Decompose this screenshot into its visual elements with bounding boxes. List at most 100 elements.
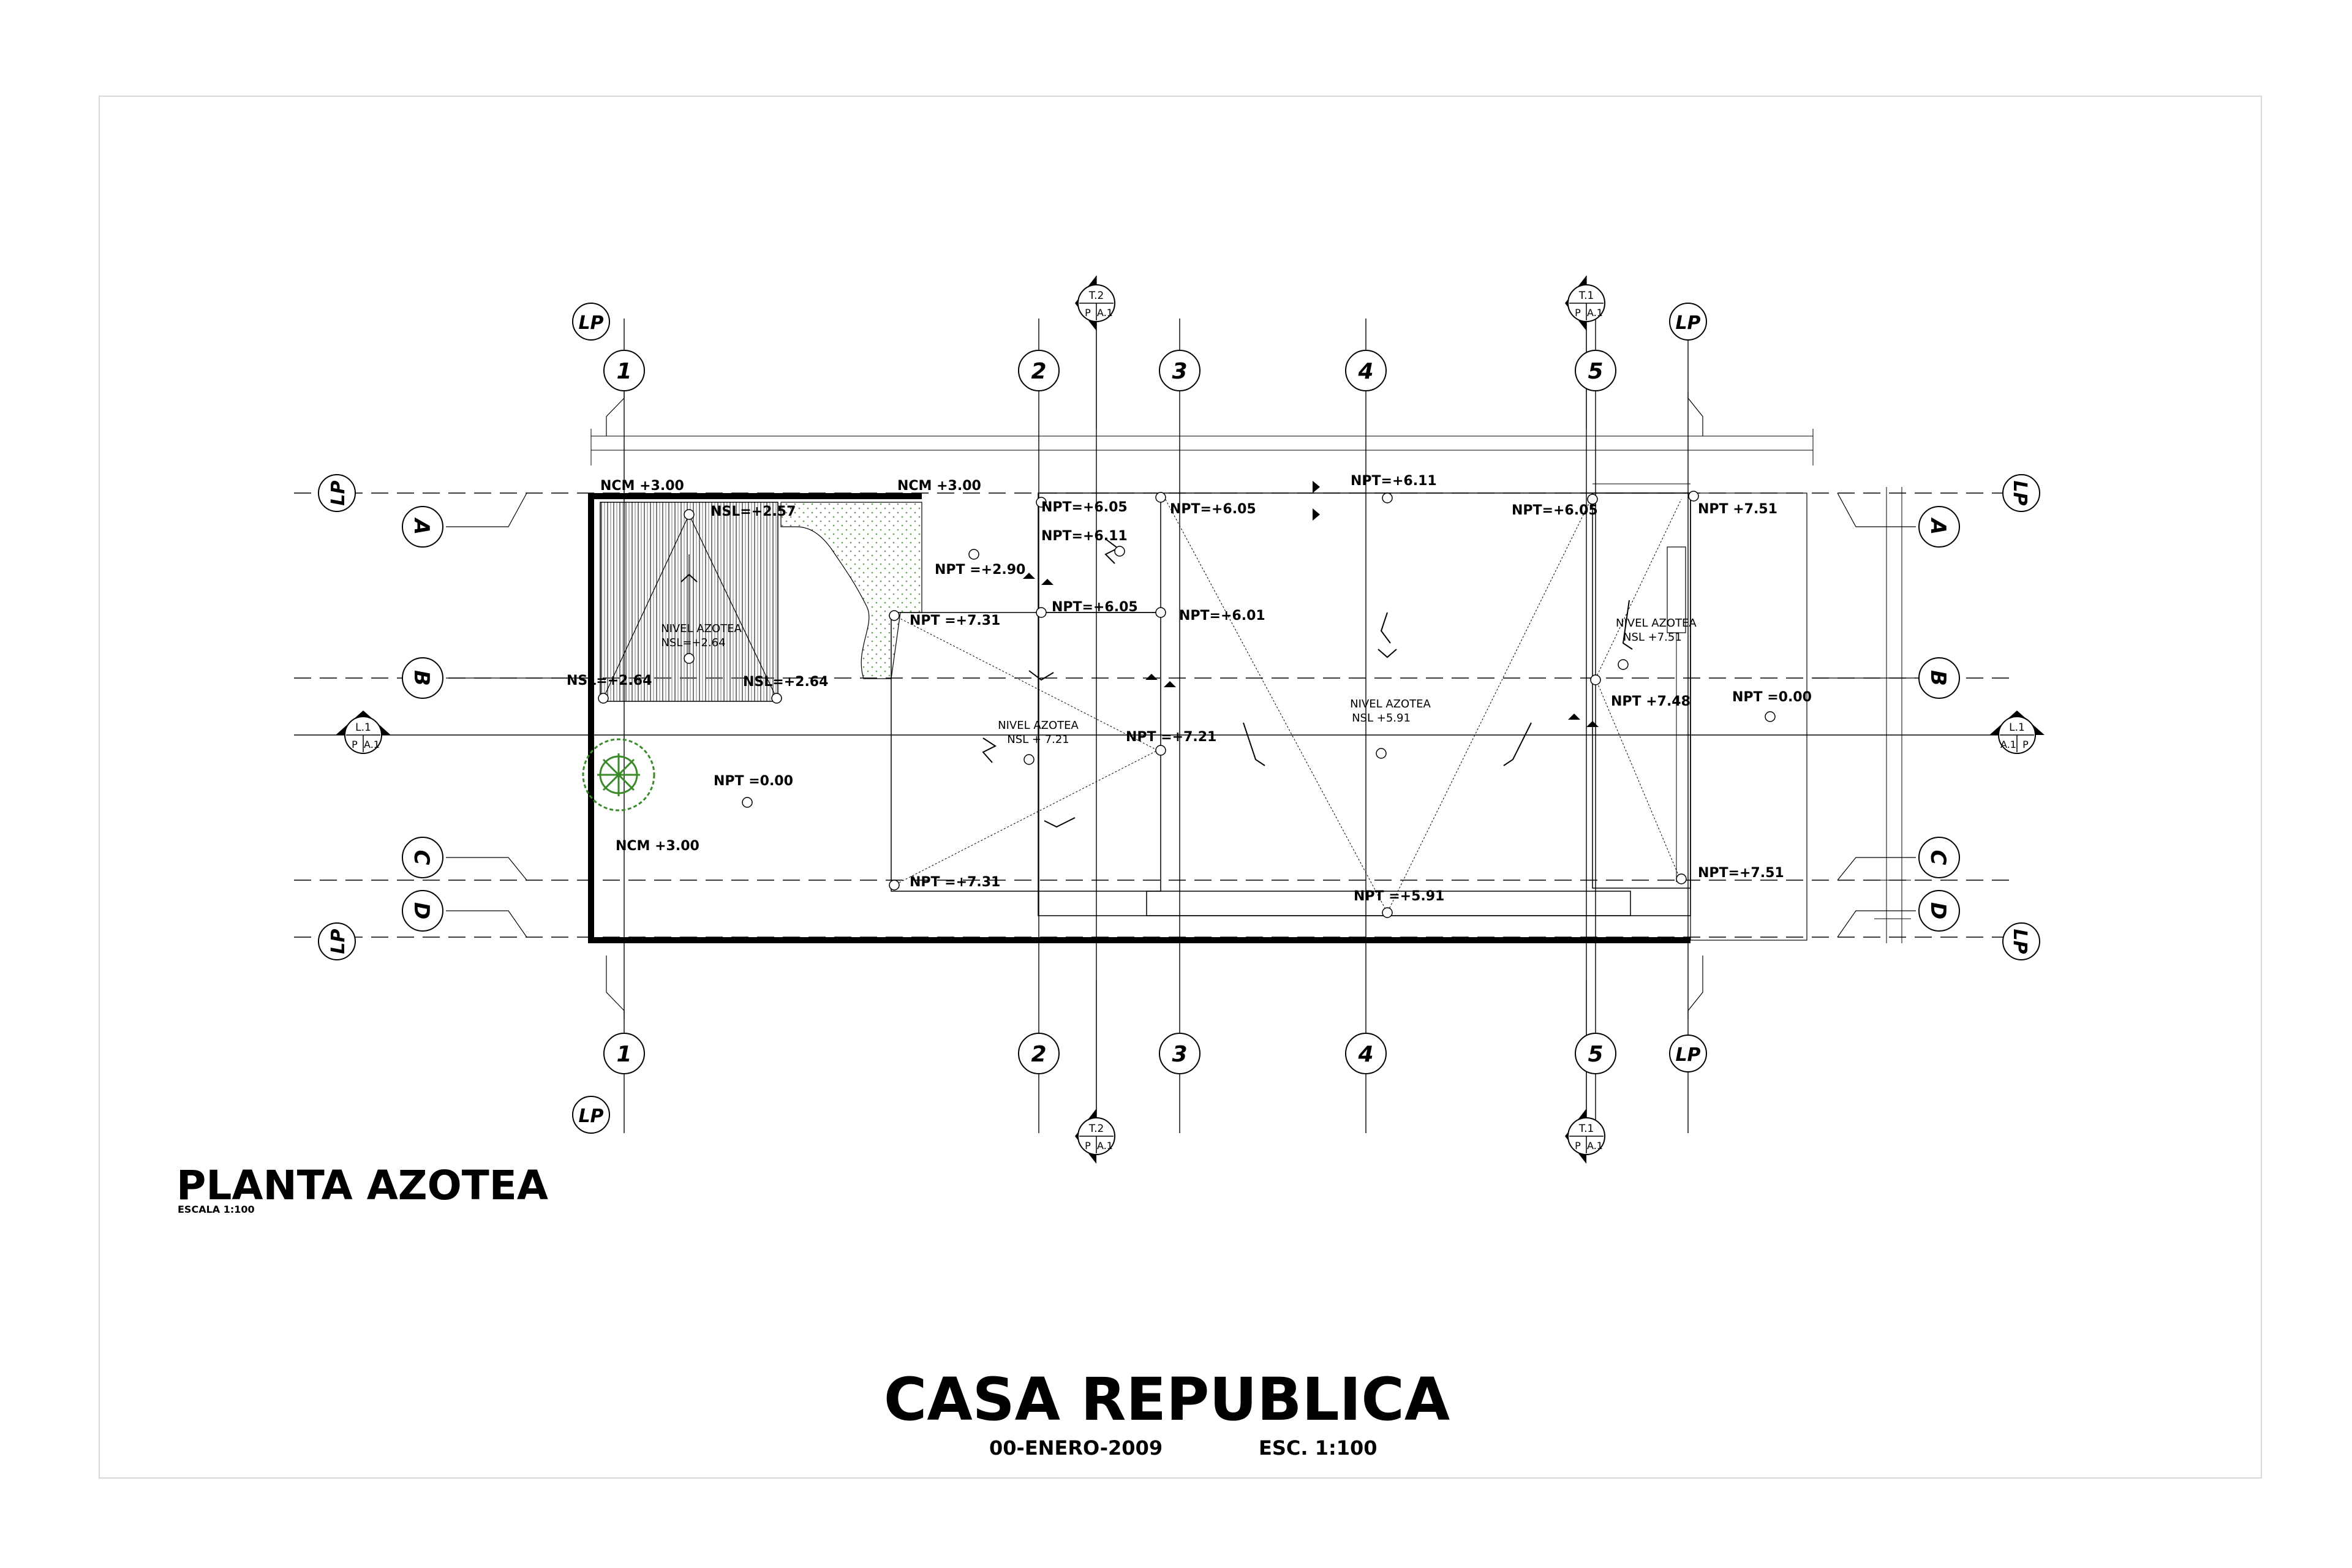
column-bubbles: 1 2 3 4 5 1 2 3 4 5 [603,350,1616,1074]
grid-bubble-row-d-right: D [1918,890,1960,932]
lp-bubble: LP [572,1096,610,1134]
svg-text:D: D [409,902,434,919]
grid-bubble-col-1-bottom: 1 [603,1033,645,1074]
svg-text:B: B [1926,670,1950,686]
lp-bubble: LP [572,303,610,341]
level-label: NSL=+2.64 [661,636,725,649]
grid-bubble-col-4-top: 4 [1345,350,1387,391]
level-label: NPT=+6.05 [1052,600,1138,615]
svg-text:P: P [1085,307,1091,318]
parapet-wall [588,493,1691,943]
drawing-scale: ESC. 1:100 [1259,1436,1378,1460]
svg-text:5: 5 [1588,359,1603,384]
grid-bubble-col-4-bottom: 4 [1345,1033,1387,1074]
grid-bubble-row-c-right: C [1918,837,1960,878]
svg-text:T.1: T.1 [1578,290,1594,302]
svg-text:LP: LP [1675,312,1700,334]
svg-text:C: C [409,850,434,865]
grid-bubble-row-a-right: A [1918,506,1960,548]
row-bubbles: A B C D A B C D [402,506,1960,932]
level-label: NPT =+7.21 [1126,729,1216,745]
grid-bubble-col-5-top: 5 [1575,350,1616,391]
svg-text:B: B [409,670,434,686]
grid-bubble-row-b-left: B [402,657,443,699]
level-label: NSL +5.91 [1352,712,1411,725]
grid-bubble-col-2-bottom: 2 [1018,1033,1060,1074]
level-label: NPT=+6.11 [1041,529,1128,544]
svg-text:P: P [1085,1140,1091,1152]
level-label: NIVEL AZOTEA [998,719,1079,732]
svg-text:LP: LP [578,312,603,334]
level-label: NPT +7.51 [1698,502,1777,517]
svg-text:T.2: T.2 [1088,290,1104,302]
lp-bubble: LP [318,474,356,512]
svg-text:T.1: T.1 [1578,1123,1594,1135]
level-label: NPT=+7.51 [1698,865,1784,881]
svg-text:A.1: A.1 [1097,307,1113,318]
svg-text:LP: LP [1675,1044,1700,1066]
section-triangles [1023,481,1599,727]
lp-bubble: LP [2002,922,2040,960]
level-label: NPT +7.48 [1611,694,1691,709]
section-mark-t1-top: T.1 P A.1 [1565,276,1605,331]
level-label: NPT=+6.05 [1041,500,1128,515]
svg-text:C: C [1926,850,1950,865]
level-label: NCM +3.00 [600,478,684,494]
svg-text:4: 4 [1357,359,1373,384]
grid-bubble-row-b-right: B [1918,657,1960,699]
svg-text:A.1: A.1 [1587,1140,1603,1152]
project-title: CASA REPUBLICA [884,1365,1450,1434]
level-label: NSL=+2.64 [567,673,652,688]
svg-text:A.1: A.1 [1587,307,1603,318]
level-label: NPT =+2.90 [935,562,1025,578]
svg-text:A.1: A.1 [364,739,380,750]
level-label: NPT =0.00 [1732,690,1812,705]
svg-text:P: P [1575,307,1581,318]
level-label: NCM +3.00 [897,478,981,494]
svg-text:P: P [2022,739,2029,750]
level-markers [598,491,1776,918]
drawing-scale-note: ESCALA 1:100 [178,1204,255,1215]
level-label: NIVEL AZOTEA [1350,698,1431,710]
grid-bubble-col-5-bottom: 5 [1575,1033,1616,1074]
level-label: NIVEL AZOTEA [1616,617,1697,630]
svg-text:1: 1 [616,1042,631,1067]
svg-text:3: 3 [1172,1042,1187,1067]
grid-axes [294,306,2009,1139]
section-mark-t1-bottom: T.1 P A.1 [1565,1109,1605,1164]
level-label: NSL=+2.57 [710,504,796,519]
level-label: NSL +7.51 [1623,631,1682,644]
level-label: NPT=+6.01 [1179,608,1265,624]
section-mark-l1-right: L.1 A.1 P [1989,710,2045,754]
svg-text:LP: LP [328,929,349,954]
svg-text:L.1: L.1 [2009,722,2025,734]
level-label: NIVEL AZOTEA [661,622,742,635]
level-label: NPT=+6.05 [1512,503,1598,518]
section-mark-t2-top: T.2 P A.1 [1075,276,1115,331]
level-labels: NCM +3.00 NCM +3.00 NCM +3.00 NSL=+2.57 … [567,473,1812,904]
drawing-title: PLANTA AZOTEA [176,1162,548,1209]
svg-text:4: 4 [1357,1042,1373,1067]
tree-symbol [582,738,655,812]
svg-text:P: P [1575,1140,1581,1152]
grid-bubble-row-d-left: D [402,890,443,932]
volume-nsl-751 [1592,492,1691,889]
level-label: NPT=+6.11 [1351,473,1437,489]
grid-bubble-col-3-top: 3 [1159,350,1200,391]
svg-text:A: A [409,517,434,535]
svg-text:P: P [352,739,358,750]
svg-text:L.1: L.1 [355,722,371,734]
level-label: NSL=+2.64 [743,674,828,690]
drawing-date: 00-ENERO-2009 [989,1436,1163,1460]
sheet-border [99,96,2262,1479]
svg-text:D: D [1926,902,1950,919]
svg-text:2: 2 [1031,1042,1046,1067]
svg-text:A: A [1926,517,1950,535]
section-mark-l1-left: L.1 P A.1 [336,710,391,754]
lp-bubble: LP [318,922,356,960]
svg-text:LP: LP [578,1106,603,1127]
lp-bubble: LP [1669,1035,1707,1072]
grid-bubble-col-2-top: 2 [1018,350,1060,391]
svg-text:A.1: A.1 [2000,739,2016,750]
